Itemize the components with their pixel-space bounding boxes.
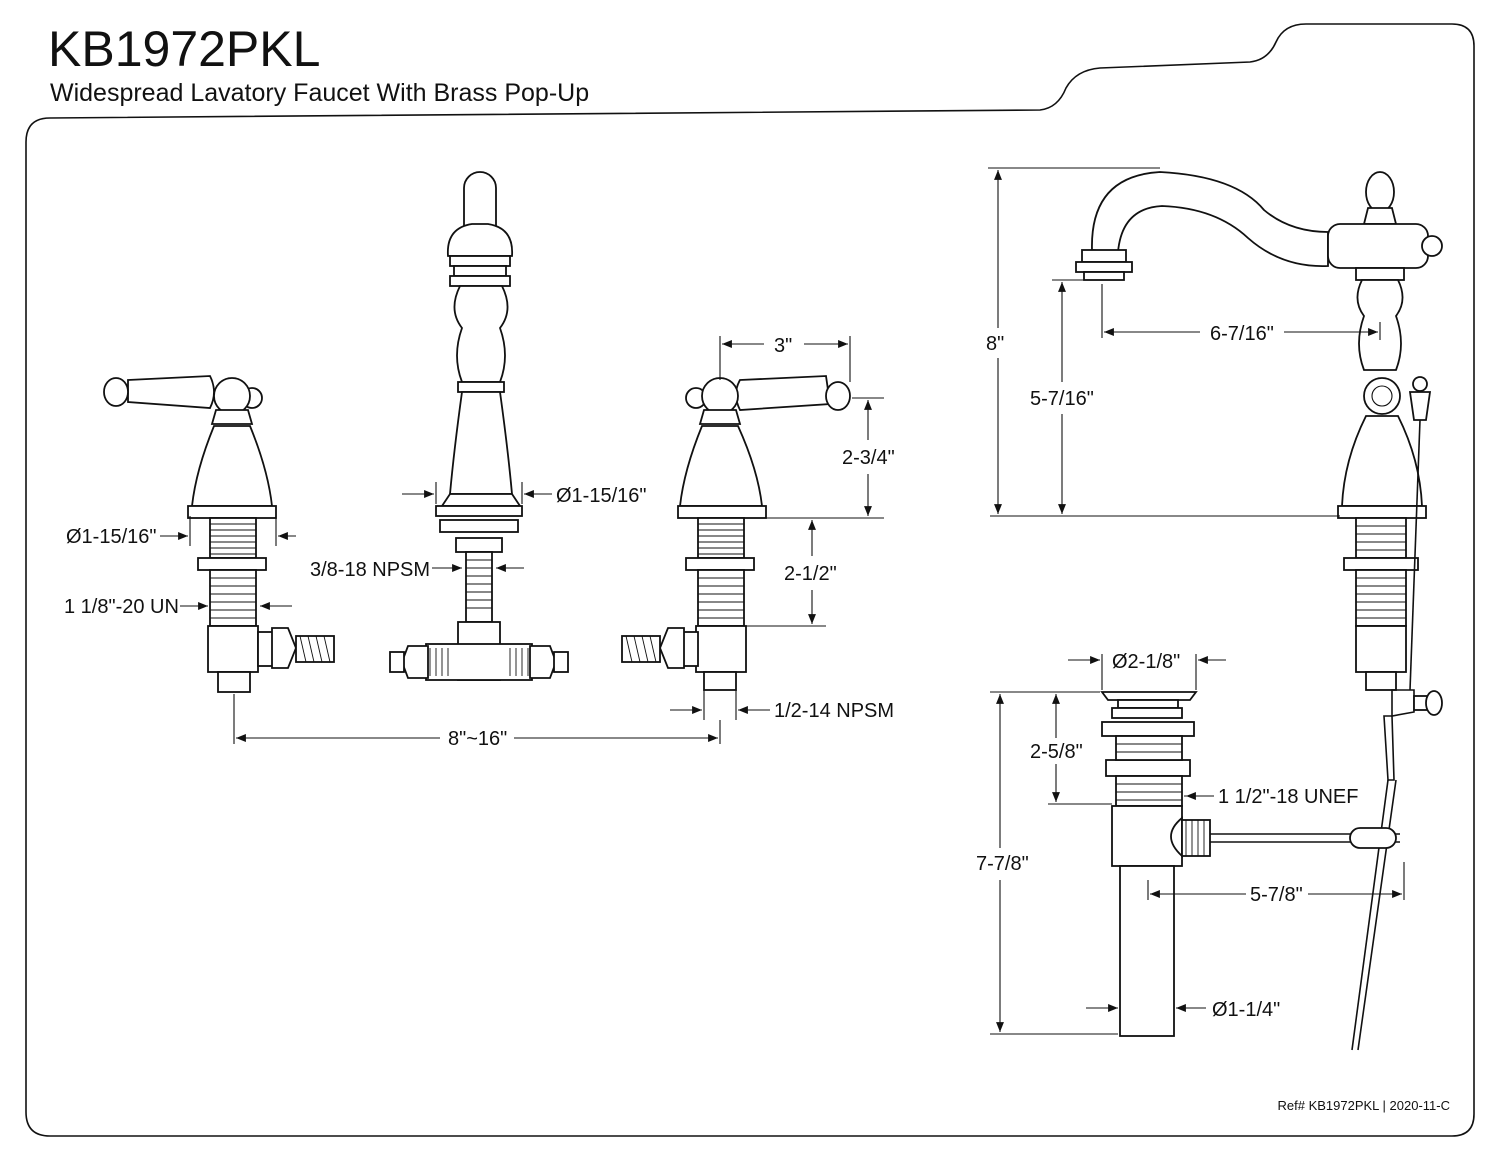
dim-overall-height: 8" [986, 333, 1004, 355]
left-handle-valve [103, 375, 335, 693]
dim-shank-length: 2-1/2" [784, 563, 837, 585]
dim-handle-height: 2-3/4" [842, 447, 895, 469]
reference-note: Ref# KB1972PKL | 2020-11-C [1278, 1098, 1451, 1113]
dim-supply-thread: 1/2-14 NPSM [774, 700, 894, 722]
dim-drain-thread: 1 1/2"-18 UNEF [1218, 786, 1359, 808]
dim-spread: 8"~16" [448, 728, 507, 750]
side-view-faucet [1075, 171, 1443, 1051]
dim-spout-clearance: 5-7/16" [1030, 388, 1094, 410]
dim-left-handle-thread: 1 1/8"-20 UN [64, 596, 179, 618]
right-handle-valve [621, 375, 851, 691]
sheet-border [25, 23, 1475, 1137]
dim-drain-flange-diameter: Ø2-1/8" [1112, 651, 1180, 673]
dim-spout-diameter: Ø1-15/16" [556, 485, 647, 507]
dim-left-handle-diameter: Ø1-15/16" [66, 526, 157, 548]
dimension-labels: Ø1-15/16" 1 1/8"-20 UN Ø1-15/16" 3/8-18 … [64, 323, 1359, 1021]
dim-tailpiece-diameter: Ø1-1/4" [1212, 999, 1280, 1021]
dim-pivot-rod-length: 5-7/8" [1250, 884, 1303, 906]
model-subtitle: Widespread Lavatory Faucet With Brass Po… [50, 79, 589, 107]
center-spout [389, 171, 569, 681]
model-title: KB1972PKL [48, 21, 320, 77]
popup-drain [1100, 691, 1400, 1037]
dim-handle-width: 3" [774, 335, 792, 357]
dim-spout-reach: 6-7/16" [1210, 323, 1274, 345]
dim-spout-thread: 3/8-18 NPSM [310, 559, 430, 581]
dim-drain-length: 7-7/8" [976, 853, 1029, 875]
dim-drain-flange-to-thread: 2-5/8" [1030, 741, 1083, 763]
dimension-lines [160, 167, 1405, 1035]
